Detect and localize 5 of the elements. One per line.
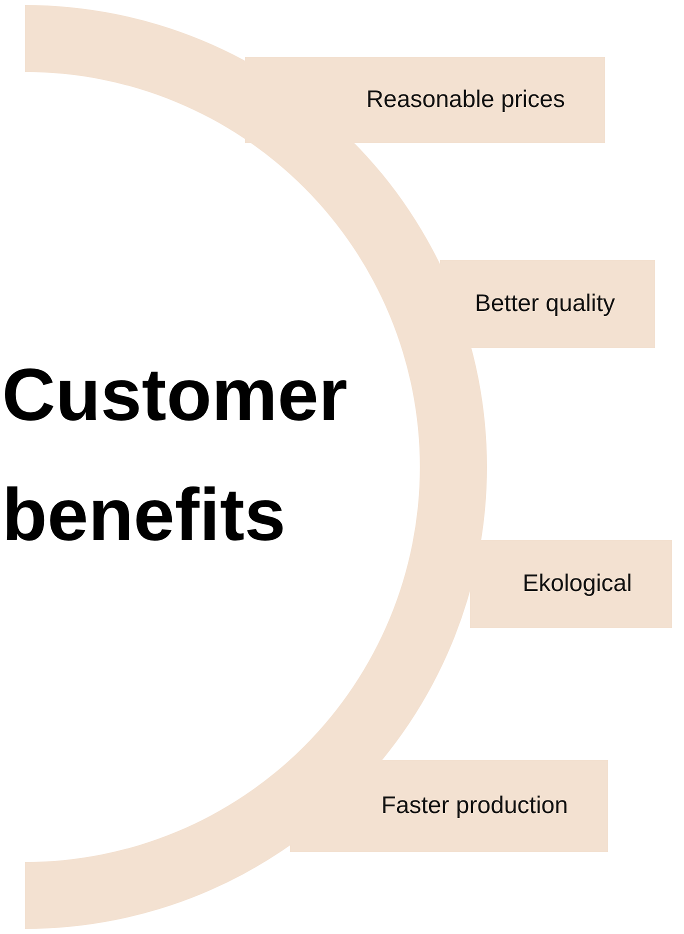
- benefit-tab: Reasonable prices: [245, 57, 605, 143]
- benefit-tab: Better quality: [440, 260, 655, 348]
- benefit-tab: Faster production: [290, 760, 608, 852]
- title: Customer benefits: [2, 352, 348, 558]
- benefit-tab: Ekological: [470, 540, 672, 628]
